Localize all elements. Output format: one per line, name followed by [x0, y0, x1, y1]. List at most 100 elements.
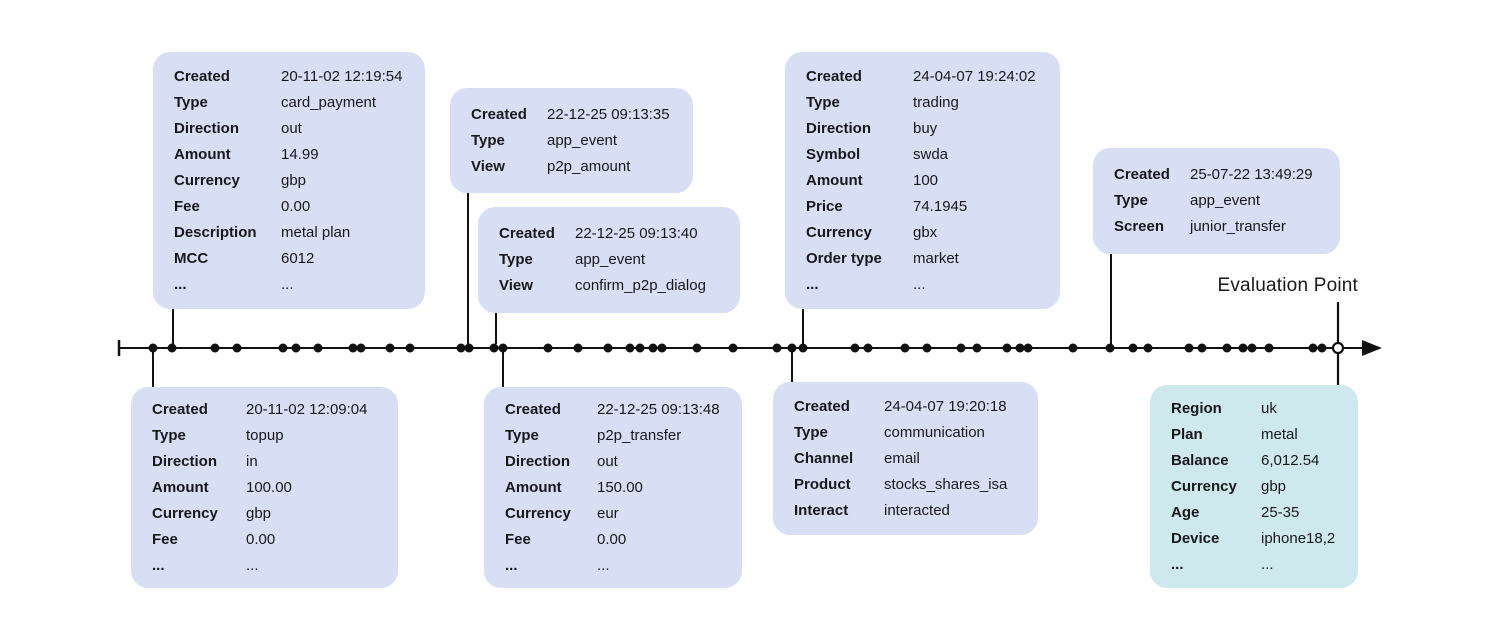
event-dot: [692, 343, 702, 353]
field-label: Age: [1171, 503, 1200, 521]
field-label: Product: [794, 475, 851, 493]
field-value: gbx: [913, 223, 938, 241]
event-dot: [1015, 343, 1025, 353]
field-value: gbp: [246, 504, 272, 522]
field-label: Created: [794, 397, 850, 415]
field-value: email: [884, 449, 920, 467]
event-dot: [922, 343, 932, 353]
event-dot: [1308, 343, 1318, 353]
field-value: ...: [1261, 555, 1274, 573]
field-label: Created: [152, 400, 208, 418]
field-value: out: [597, 452, 618, 470]
event-dot: [635, 343, 645, 353]
field-value: iphone18,2: [1261, 529, 1336, 547]
field-label: Amount: [152, 478, 209, 496]
field-value: uk: [1261, 399, 1277, 417]
axis-arrowhead-icon: [1362, 340, 1382, 356]
field-label: ...: [152, 556, 165, 574]
field-value: 20-11-02 12:19:54: [281, 67, 403, 85]
field-value: 6012: [281, 249, 315, 267]
event-dot: [603, 343, 613, 353]
event-dot: [356, 343, 366, 353]
field-label: Region: [1171, 399, 1222, 417]
field-label: Type: [471, 131, 505, 149]
field-label: View: [471, 157, 505, 175]
event-dot: [772, 343, 782, 353]
field-label: Type: [152, 426, 186, 444]
event-dot: [657, 343, 667, 353]
field-label: Direction: [505, 452, 571, 470]
field-label: Created: [499, 225, 555, 242]
field-value: 25-35: [1261, 503, 1300, 521]
field-label: Order type: [806, 249, 882, 267]
field-label: Created: [471, 105, 527, 123]
field-value: interacted: [884, 501, 950, 519]
field-label: Amount: [174, 145, 231, 163]
event-dot: [573, 343, 583, 353]
field-label: Fee: [174, 197, 200, 215]
field-row: ......: [174, 272, 425, 298]
field-value: p2p_transfer: [597, 426, 682, 444]
field-value: ...: [281, 275, 294, 293]
field-label: Direction: [174, 119, 240, 137]
field-label: Currency: [174, 171, 240, 189]
field-value: stocks_shares_isa: [884, 475, 1008, 493]
event-dot: [210, 343, 220, 353]
event-dot: [278, 343, 288, 353]
field-label: Amount: [806, 171, 863, 189]
field-row: Type app_event: [499, 247, 740, 273]
field-value: 22-12-25 09:13:35: [547, 105, 670, 123]
field-label: Fee: [505, 530, 531, 548]
field-label: ...: [806, 275, 819, 293]
field-label: Balance: [1171, 451, 1229, 469]
field-label: Type: [499, 251, 533, 268]
field-label: View: [499, 277, 533, 294]
event-dot: [956, 343, 966, 353]
event-dot: [1222, 343, 1232, 353]
field-value: topup: [246, 426, 284, 444]
field-label: Created: [806, 67, 862, 85]
field-label: Type: [505, 426, 539, 444]
event-dot: [1197, 343, 1207, 353]
field-value: 24-04-07 19:20:18: [884, 397, 1007, 415]
field-value: ...: [246, 556, 259, 574]
event-dot: [863, 343, 873, 353]
field-value: 24-04-07 19:24:02: [913, 67, 1036, 85]
field-label: Direction: [806, 119, 872, 137]
event-dot: [313, 343, 323, 353]
field-label: Currency: [505, 504, 571, 522]
field-row: Product stocks_shares_isa: [794, 472, 1038, 498]
field-value: app_event: [575, 251, 646, 268]
field-label: Currency: [152, 504, 218, 522]
event-dot: [728, 343, 738, 353]
event-dot: [167, 343, 177, 353]
field-label: Plan: [1171, 425, 1203, 443]
event-dot: [850, 343, 860, 353]
